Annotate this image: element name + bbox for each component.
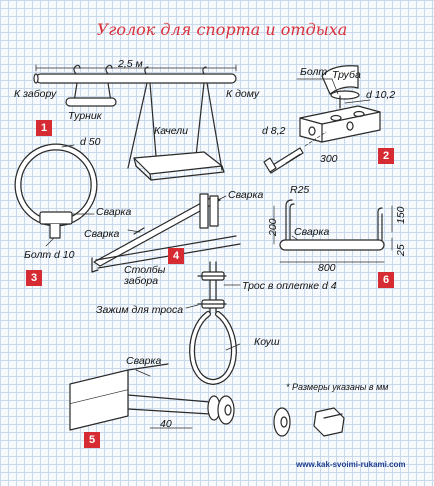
panel-1-drawing xyxy=(33,64,237,181)
weld-base-label: Сварка xyxy=(126,355,162,367)
badge-6: 6 xyxy=(378,272,394,288)
weld-hook-label: Сварка xyxy=(294,226,330,238)
dim-150-label: 150 xyxy=(395,206,407,224)
to-fence-label: К забору xyxy=(14,88,57,100)
website-link[interactable]: www.kak-svoimi-rukami.com xyxy=(296,460,406,469)
weld-bar-left-label: Сварка xyxy=(84,228,120,240)
weld-ring-label: Сварка xyxy=(96,206,132,218)
thimble-label: Коуш xyxy=(254,336,280,348)
fence-posts-label-2: забора xyxy=(124,275,159,287)
dim-200-label: 200 xyxy=(267,218,279,236)
panel-3-drawing xyxy=(14,143,98,247)
dim-800-label: 800 xyxy=(318,262,336,274)
fence-posts-label-1: Столбы xyxy=(124,264,166,276)
d10-2-label: d 10,2 xyxy=(366,89,396,101)
pipe-label: Труба xyxy=(332,69,361,81)
panel-2-drawing xyxy=(263,65,381,174)
rope-clamp-label: Зажим для троса xyxy=(96,304,184,316)
badge-1: 1 xyxy=(36,120,52,136)
d8-2-label: d 8,2 xyxy=(262,125,286,137)
rope-sheath-label: Трос в оплетке d 4 xyxy=(242,280,337,292)
pullup-bar-label: Турник xyxy=(68,110,102,122)
bolt-label: Болт xyxy=(300,66,328,78)
rope-clamp-drawing xyxy=(185,261,241,385)
d50-label: d 50 xyxy=(80,136,101,148)
dim-40-label: 40 xyxy=(160,418,172,430)
dimensions-note: * Размеры указаны в мм xyxy=(286,382,389,392)
badge-4: 4 xyxy=(168,248,184,264)
page-title: Уголок для спорта и отдыха xyxy=(96,20,348,39)
bolt-d10-label: Болт d 10 xyxy=(24,249,75,261)
panel-5-drawing xyxy=(69,363,345,437)
length-label: 2,5 м xyxy=(118,58,143,70)
dim-25-label: 25 xyxy=(395,244,407,256)
badge-2: 2 xyxy=(378,148,394,164)
len-300-label: 300 xyxy=(320,153,338,165)
swing-label: Качели xyxy=(154,125,189,137)
panel-6-drawing xyxy=(273,199,393,263)
r25-label: R25 xyxy=(290,184,310,196)
weld-bar-top-label: Сварка xyxy=(228,189,264,201)
badge-3: 3 xyxy=(26,270,42,286)
badge-5: 5 xyxy=(84,432,100,448)
to-house-label: К дому xyxy=(226,88,260,100)
